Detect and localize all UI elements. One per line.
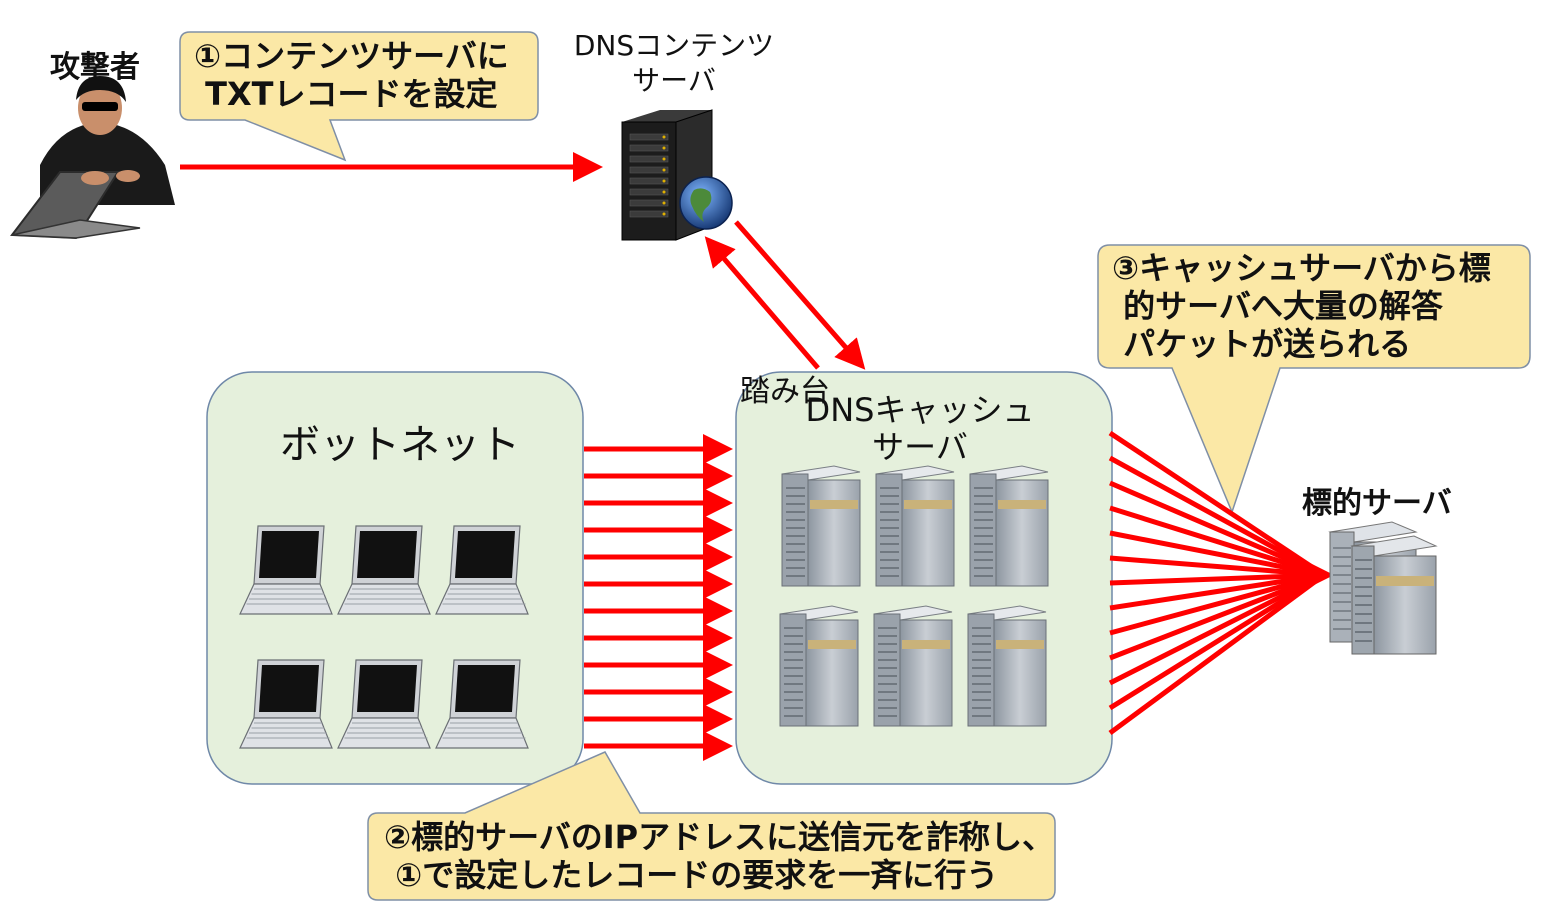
laptop-icon: [337, 659, 431, 749]
callout-step3-text: ③キャッシュサーバから標 的サーバへ大量の解答 パケットが送られる: [1112, 249, 1491, 363]
fan-arrow: [1108, 572, 1326, 736]
fan-arrow: [1109, 480, 1325, 578]
fan-arrow: [1109, 530, 1325, 578]
callout-step1-text: ①コンテンツサーバに TXTレコードを設定: [194, 37, 509, 113]
laptop-icon: [435, 525, 529, 615]
fan-arrow: [1109, 572, 1325, 636]
stepping-stone-label: 踏み台: [740, 374, 830, 409]
dns-content-server-label: DNSコンテンツ サーバ: [573, 29, 775, 97]
fan-arrow: [1108, 572, 1326, 686]
server-tower-icon: [875, 465, 955, 587]
callout-step3-shape: [1097, 244, 1531, 515]
botnet-laptops: [239, 525, 529, 749]
fan-arrows: [1108, 430, 1334, 736]
arrow-content-to-cache-server: [734, 220, 866, 370]
botnet-arrows: [584, 434, 733, 761]
server-tower-icon: [873, 605, 953, 727]
attacker-icon: [10, 76, 175, 240]
botnet-label: ボットネット: [280, 422, 520, 468]
laptop-icon: [337, 525, 431, 615]
server-tower-icon: [781, 465, 861, 587]
callout-step1-shape: [179, 31, 539, 162]
fan-arrow: [1108, 455, 1326, 578]
server-tower-icon: [967, 605, 1047, 727]
fan-arrow: [1108, 572, 1326, 711]
target-server-icon: [1328, 521, 1438, 655]
cache-servers: [779, 465, 1049, 727]
fan-arrow: [1109, 572, 1325, 586]
arrow-cache-to-content-server: [704, 236, 820, 370]
server-tower-icon: [969, 465, 1049, 587]
dns-cache-server-label: DNSキャッシュ サーバ: [805, 391, 1035, 466]
laptop-icon: [239, 525, 333, 615]
dns-content-server-icon: [621, 109, 733, 241]
server-tower-icon: [779, 605, 859, 727]
callout-step2-text: ②標的サーバのIPアドレスに送信元を詐称し、 ①で設定したレコードの要求を一斉に…: [384, 818, 1055, 895]
target-server-label: 標的サーバ: [1302, 486, 1452, 521]
fan-arrow: [1109, 572, 1325, 611]
callout-step2-shape: [367, 751, 1056, 901]
laptop-icon: [239, 659, 333, 749]
attacker-label: 攻撃者: [50, 50, 140, 85]
fan-arrow: [1108, 430, 1326, 578]
fan-arrow: [1109, 555, 1325, 578]
fan-arrow: [1109, 572, 1325, 661]
laptop-icon: [435, 659, 529, 749]
fan-arrow: [1109, 505, 1325, 578]
